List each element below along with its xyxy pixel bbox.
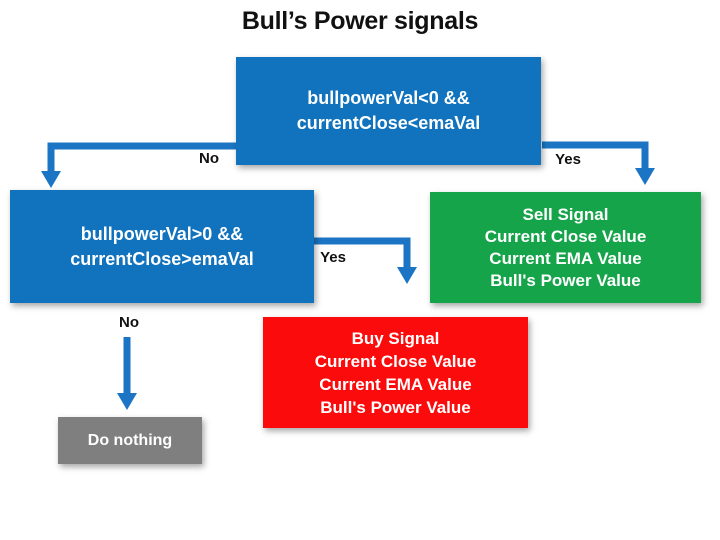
decision-top-line2: currentClose<emaVal: [296, 113, 481, 133]
decision-left-box: bullpowerVal>0 && currentClose>emaVal: [10, 190, 314, 303]
edge-label-yes-top: Yes: [555, 151, 581, 168]
edge-label-yes-middle: Yes: [320, 249, 346, 266]
buy-line4: Bull's Power Value: [320, 397, 471, 417]
sell-line3: Current EMA Value: [489, 248, 642, 268]
edge-label-no-top: No: [199, 150, 219, 167]
page-title: Bull’s Power signals: [241, 7, 479, 35]
buy-signal-box: Buy Signal Current Close Value Current E…: [263, 317, 528, 428]
sell-signal-box: Sell Signal Current Close Value Current …: [430, 192, 701, 303]
buy-line3: Current EMA Value: [319, 374, 472, 394]
buy-line2: Current Close Value: [314, 351, 477, 371]
decision-top-line1: bullpowerVal<0 &&: [307, 88, 470, 108]
decision-left-line1: bullpowerVal>0 &&: [80, 223, 244, 244]
decision-left-line2: currentClose>emaVal: [70, 248, 254, 269]
edge-label-no-bottom: No: [119, 314, 139, 331]
decision-top-box: bullpowerVal<0 && currentClose<emaVal: [236, 57, 541, 165]
arrow-left-to-do-nothing: [117, 337, 137, 410]
buy-line1: Buy Signal: [351, 328, 440, 348]
sell-line1: Sell Signal: [522, 204, 609, 224]
do-nothing-label: Do nothing: [87, 431, 173, 449]
sell-line2: Current Close Value: [484, 226, 647, 246]
do-nothing-box: Do nothing: [58, 417, 202, 464]
sell-line4: Bull's Power Value: [490, 270, 641, 290]
